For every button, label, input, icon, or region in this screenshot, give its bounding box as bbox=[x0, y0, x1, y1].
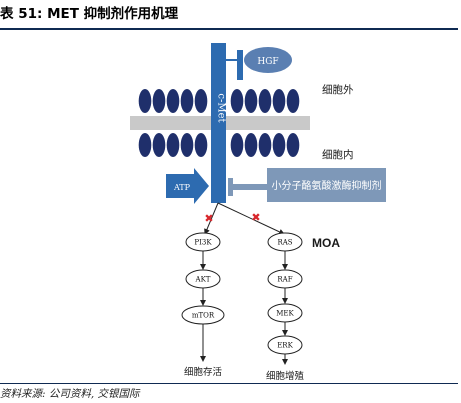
atp-label: ATP bbox=[173, 183, 191, 192]
lipid-head bbox=[166, 133, 180, 157]
hgf-binding-stub bbox=[237, 50, 243, 80]
lipid-head bbox=[152, 89, 166, 113]
block-mark-right: ✖ bbox=[251, 211, 260, 224]
lipid-head bbox=[258, 133, 272, 157]
title-rule bbox=[0, 28, 458, 30]
node-raf-label: RAF bbox=[277, 276, 292, 284]
lipid-head bbox=[230, 89, 244, 113]
hgf-ligand bbox=[244, 47, 292, 73]
lipid-head bbox=[180, 133, 194, 157]
atp-arrow bbox=[166, 168, 209, 204]
extracellular-label: 细胞外 bbox=[322, 83, 354, 96]
signal-line-right bbox=[217, 202, 285, 235]
lipid-head bbox=[258, 89, 272, 113]
moa-label: MOA bbox=[312, 236, 340, 250]
figure-source: 资料来源: 公司资料, 交银国际 bbox=[0, 388, 140, 400]
inhibitor-box bbox=[267, 168, 386, 202]
block-mark-left: ✖ bbox=[204, 212, 213, 225]
node-mtor-label: mTOR bbox=[192, 312, 215, 320]
lipid-head bbox=[152, 133, 166, 157]
outcome-survival: 细胞存活 bbox=[184, 366, 223, 378]
source-rule bbox=[0, 383, 458, 384]
outcome-proliferation: 细胞增殖 bbox=[266, 370, 305, 382]
lipid-head bbox=[244, 89, 258, 113]
node-akt-label: AKT bbox=[195, 276, 211, 284]
lipid-head bbox=[138, 89, 152, 113]
node-mek-label: MEK bbox=[276, 310, 294, 318]
lipid-head bbox=[180, 89, 194, 113]
node-erk-label: ERK bbox=[277, 342, 293, 350]
lipid-head bbox=[272, 89, 286, 113]
lipid-head bbox=[138, 133, 152, 157]
lipid-head bbox=[286, 133, 300, 157]
inhibitor-stem bbox=[228, 178, 233, 196]
signal-line-left bbox=[204, 202, 219, 235]
lipid-head bbox=[194, 89, 208, 113]
inhibitor-label: 小分子酪氨酸激酶抑制剂 bbox=[272, 179, 382, 192]
node-ras-label: RAS bbox=[277, 239, 292, 247]
hgf-label: HGF bbox=[257, 57, 278, 67]
lipid-head bbox=[230, 133, 244, 157]
lipid-head bbox=[272, 133, 286, 157]
lipid-head bbox=[244, 133, 258, 157]
c-met-label: c-Met bbox=[216, 93, 227, 122]
figure-title: 表 51: MET 抑制剂作用机理 bbox=[0, 6, 179, 22]
lipid-head bbox=[166, 89, 180, 113]
c-met-receptor bbox=[211, 43, 226, 203]
lipid-head bbox=[194, 133, 208, 157]
intracellular-label: 细胞内 bbox=[322, 148, 354, 161]
lipid-bilayer bbox=[138, 89, 300, 157]
inhibitor-connector bbox=[233, 184, 267, 190]
lipid-head bbox=[286, 89, 300, 113]
node-pi3k-label: PI3K bbox=[194, 239, 212, 247]
